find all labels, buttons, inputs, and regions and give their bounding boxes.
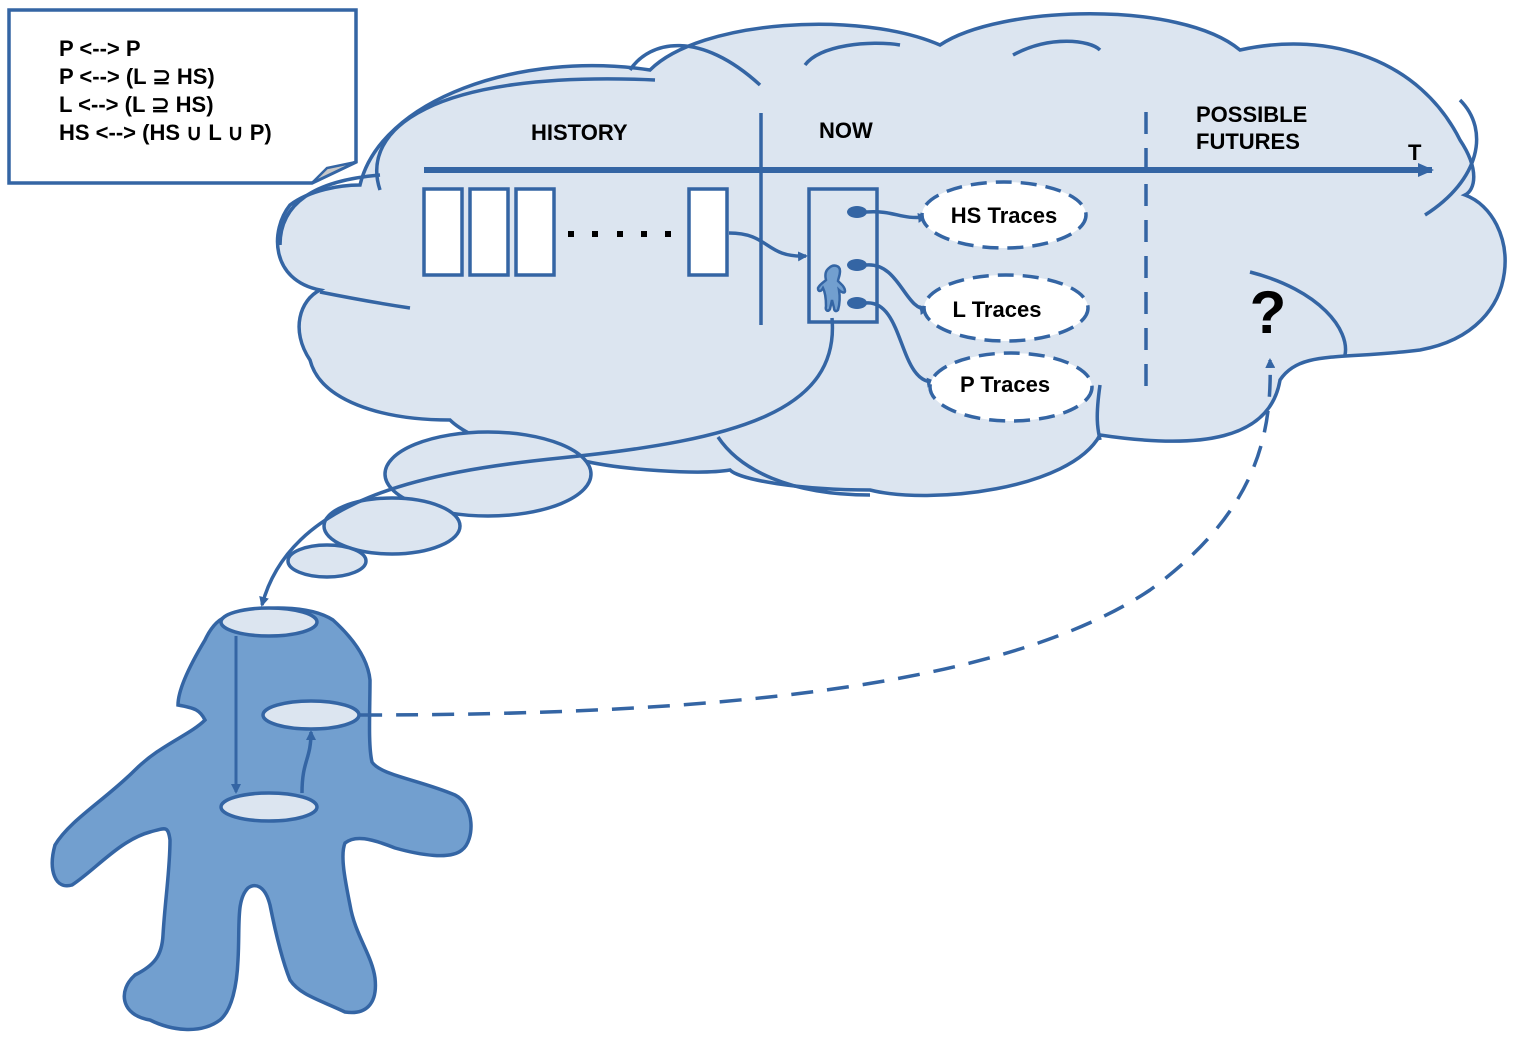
trace-p: P Traces [928, 351, 1094, 423]
person-memory-slot [219, 791, 319, 823]
history-frames [422, 187, 808, 277]
thought-bubbles [286, 430, 593, 579]
cloud-lobe-arc [319, 290, 411, 310]
thought-bubble-medium [322, 496, 462, 556]
history-frame [422, 187, 464, 277]
thought-bubble-small [286, 543, 368, 579]
prediction-to-future-arrow [359, 358, 1276, 717]
trace-hs: HS Traces [920, 180, 1088, 250]
cloud-lobe-arc [803, 41, 901, 67]
history-frame [514, 187, 556, 277]
cloud-lobe-arc [1424, 98, 1479, 217]
section-now-label: NOW [819, 118, 873, 143]
cloud-lobe-arc [1249, 270, 1348, 356]
note-line-1: P <--> P [59, 36, 141, 61]
note-line-2: P <--> (L ⊇ HS) [59, 64, 215, 89]
cloud-lobe-arc [1095, 384, 1102, 441]
trace-l: L Traces [922, 273, 1090, 343]
cloud-lobe-arc [375, 77, 656, 191]
history-to-now-arrow [728, 231, 808, 262]
time-axis-label: T [1408, 140, 1422, 165]
trace-source-dot-l [847, 259, 867, 271]
note-line-3: L <--> (L ⊇ HS) [59, 92, 214, 117]
memory-to-prediction-arrow [300, 730, 316, 794]
cloud-lobe-arc [628, 43, 762, 87]
rules-note: P <--> P P <--> (L ⊇ HS) L <--> (L ⊇ HS)… [7, 8, 358, 185]
trace-ellipse-hs [920, 180, 1088, 250]
trace-source-dot-hs [847, 206, 867, 218]
thought-bubble-large [383, 430, 593, 518]
history-ellipsis-dots [568, 231, 671, 237]
trace-source-dot-p [847, 297, 867, 309]
history-frame [468, 187, 510, 277]
trace-label-l: L Traces [953, 297, 1042, 322]
person-perception-slot [219, 606, 319, 638]
trace-ellipse-l [922, 273, 1090, 343]
now-state-box [807, 187, 879, 324]
timeline: T HISTORY NOW POSSIBLE FUTURES [424, 102, 1434, 395]
section-futures-label-line2: FUTURES [1196, 129, 1300, 154]
section-futures-label-line1: POSSIBLE [1196, 102, 1307, 127]
arrow-to-p-traces [865, 301, 937, 388]
cloud-lobe-arc [716, 436, 871, 497]
trace-label-p: P Traces [960, 372, 1050, 397]
unknown-future-mark: ? [1250, 279, 1287, 346]
trace-label-hs: HS Traces [951, 203, 1057, 228]
person-figure [50, 606, 473, 1032]
note-line-4: HS <--> (HS ∪ L ∪ P) [59, 120, 272, 145]
history-frame-latest [687, 187, 729, 277]
section-history-label: HISTORY [531, 120, 628, 145]
cloud-lobe-arc [278, 173, 381, 246]
arrow-to-hs-traces [865, 209, 928, 223]
trace-ellipse-p [928, 351, 1094, 423]
thought-cloud [275, 12, 1507, 498]
cloud-body [275, 12, 1507, 498]
arrow-to-l-traces [865, 263, 930, 315]
person-prediction-slot [261, 699, 361, 731]
now-frame [807, 187, 879, 324]
mini-person-icon [816, 264, 847, 313]
cloud-lobe-arc [1012, 39, 1102, 57]
note-folded-corner [311, 160, 357, 185]
thought-to-head-arrow [259, 317, 835, 607]
